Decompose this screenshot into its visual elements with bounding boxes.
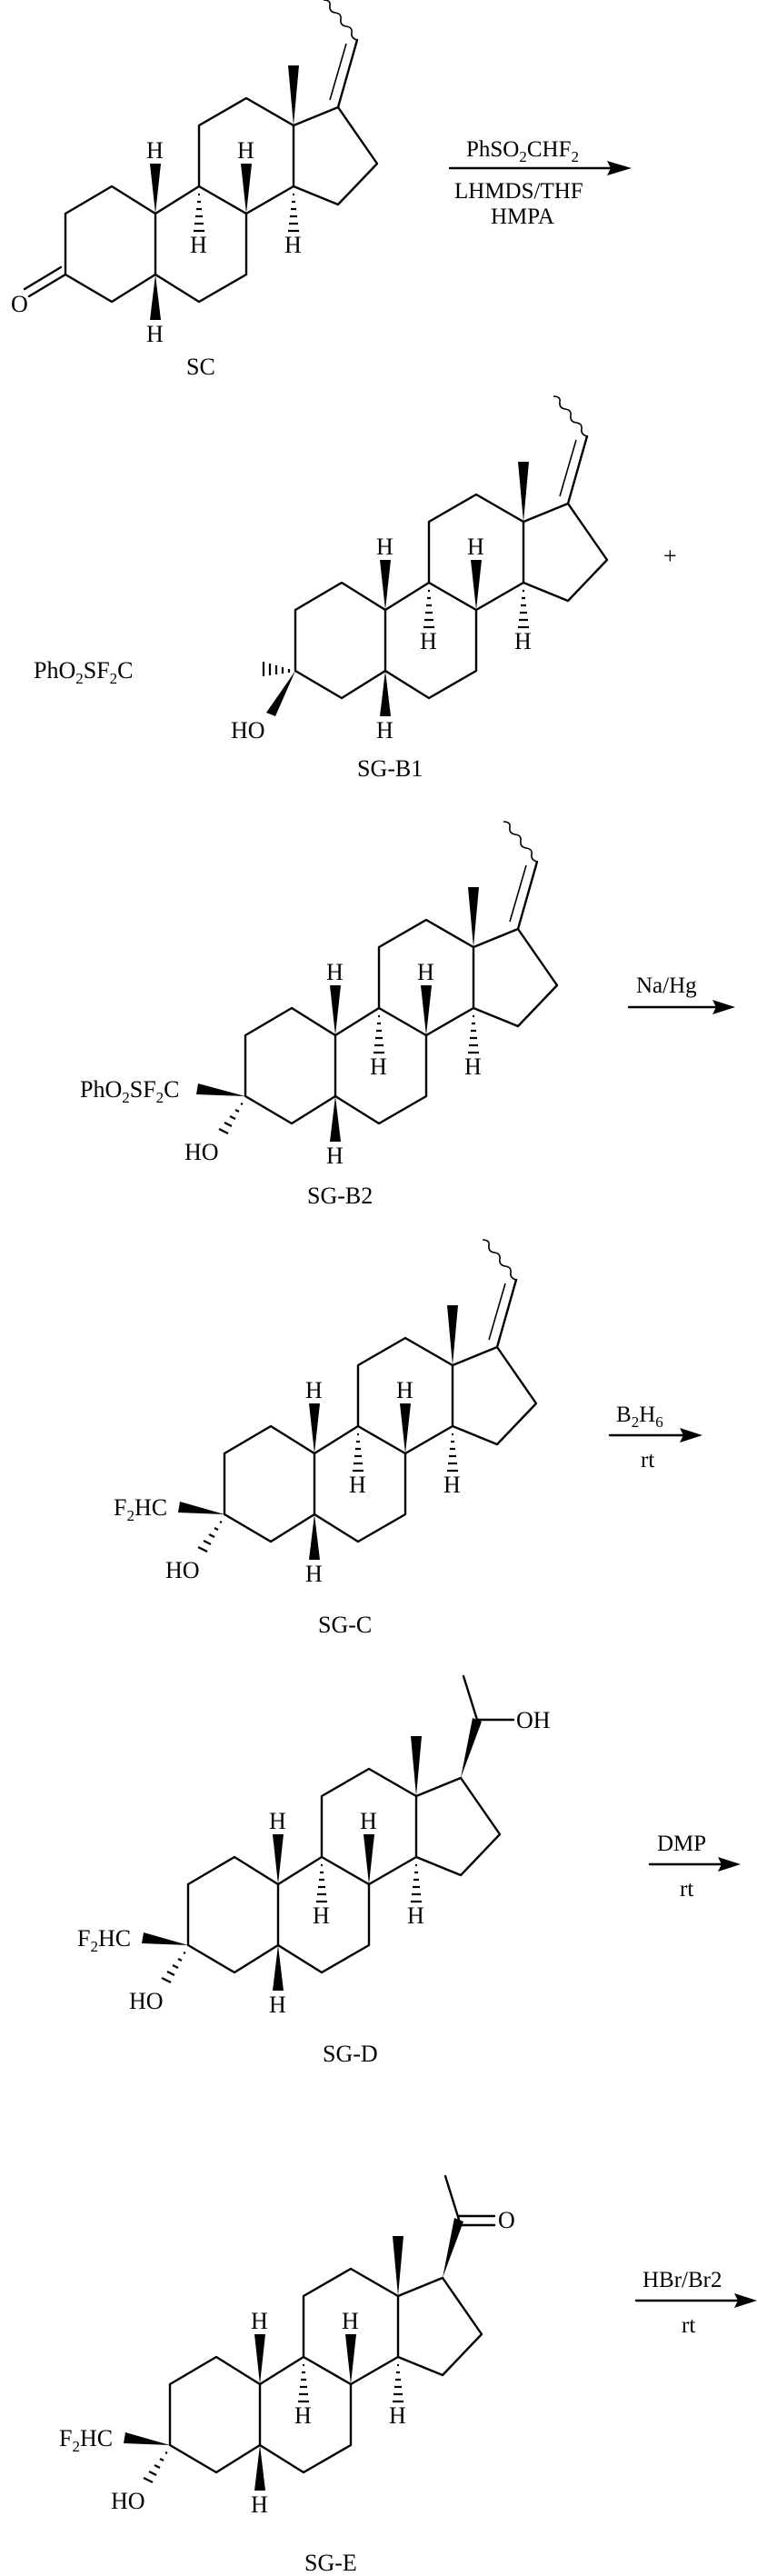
compound-sc: O H H H H H SC	[11, 0, 377, 380]
h-c5: H	[376, 717, 393, 744]
c3-hydroxyl: HO	[111, 2488, 145, 2514]
h-c10: H	[376, 534, 393, 560]
reaction-arrow-5: HBr/Br2 rt	[636, 2268, 757, 2338]
reagent-below: rt	[641, 1448, 654, 1473]
svg-text:F2HC: F2HC	[59, 2425, 113, 2455]
h-c14: H	[284, 232, 302, 258]
h-c14: H	[407, 1902, 424, 1929]
c20-oxygen: O	[498, 2207, 515, 2233]
compound-sg-b1: PhO2SF2C HO H H H H H SG-B1 +	[34, 396, 677, 782]
c3-hydroxyl: HO	[231, 717, 265, 744]
h-c14: H	[443, 1472, 461, 1498]
compound-label: SG-D	[323, 2041, 378, 2067]
reaction-arrow-4: DMP rt	[650, 1832, 741, 1902]
compound-sg-c: F2HC HO H H H H H SG-C	[114, 1240, 536, 1638]
svg-text:PhO2SF2C: PhO2SF2C	[34, 657, 134, 687]
svg-text:F2HC: F2HC	[77, 1925, 131, 1955]
c3-hydroxyl: HO	[184, 1139, 219, 1165]
h-c8: H	[396, 1377, 413, 1403]
compound-label: SC	[186, 354, 215, 380]
compound-label: SG-B1	[357, 755, 423, 782]
h-c9: H	[190, 232, 207, 258]
reagent-below-2: HMPA	[491, 205, 554, 229]
h-c8: H	[417, 959, 434, 985]
h-c10: H	[146, 137, 164, 164]
h-c9: H	[349, 1472, 366, 1498]
reagent-above: PhSO2CHF2	[466, 137, 579, 165]
h-c5: H	[326, 1143, 344, 1169]
h-c5: H	[269, 1992, 286, 2018]
compound-label: SG-B2	[307, 1183, 373, 1209]
h-c5: H	[305, 1561, 323, 1587]
h-c14: H	[389, 2402, 406, 2429]
h-c8: H	[360, 1808, 377, 1834]
reagent-above: HBr/Br2	[642, 2268, 722, 2292]
reagent-above: Na/Hg	[636, 973, 697, 998]
h-c5: H	[251, 2491, 268, 2518]
h-c9: H	[370, 1053, 387, 1080]
h-c10: H	[269, 1808, 286, 1834]
h-c9: H	[420, 628, 437, 654]
h-c10: H	[251, 2308, 268, 2334]
h-c10: H	[305, 1377, 323, 1403]
h-c9: H	[313, 1902, 330, 1929]
reagent-above: B2H6	[616, 1403, 663, 1431]
compound-label: SG-E	[304, 2550, 357, 2576]
compound-sg-e: O F2HC HO H H H H H SG-E	[59, 2176, 515, 2576]
h-c14: H	[514, 628, 532, 654]
reaction-arrow-1: PhSO2CHF2 LHMDS/THF HMPA	[450, 137, 632, 229]
svg-text:F2HC: F2HC	[114, 1494, 167, 1524]
reaction-arrow-2: Na/Hg	[629, 973, 735, 1014]
c3-hydroxyl: HO	[165, 1557, 200, 1583]
h-c14: H	[464, 1053, 482, 1080]
reagent-below: rt	[680, 1877, 693, 1902]
reaction-arrow-3: B2H6 rt	[610, 1403, 702, 1473]
h-c8: H	[467, 534, 484, 560]
h-c10: H	[326, 959, 344, 985]
c17-hydroxyl: OH	[516, 1707, 551, 1733]
svg-text:PhO2SF2C: PhO2SF2C	[80, 1076, 180, 1106]
reagent-above: DMP	[657, 1832, 706, 1856]
reagent-below-1: LHMDS/THF	[454, 179, 583, 204]
compound-label: SG-C	[318, 1612, 372, 1638]
reagent-below: rt	[682, 2313, 695, 2338]
c3-hydroxyl: HO	[129, 1988, 164, 2014]
ketone-oxygen: O	[11, 291, 28, 317]
h-c5: H	[146, 321, 164, 347]
compound-sg-b2: PhO2SF2C HO H H H H H SG-B2	[80, 822, 557, 1209]
h-c9: H	[294, 2402, 312, 2429]
compound-sg-d: OH F2HC HO H H H H H SG-D	[77, 1676, 551, 2067]
h-c8: H	[237, 137, 254, 164]
h-c8: H	[342, 2308, 359, 2334]
plus-sign: +	[663, 543, 677, 569]
